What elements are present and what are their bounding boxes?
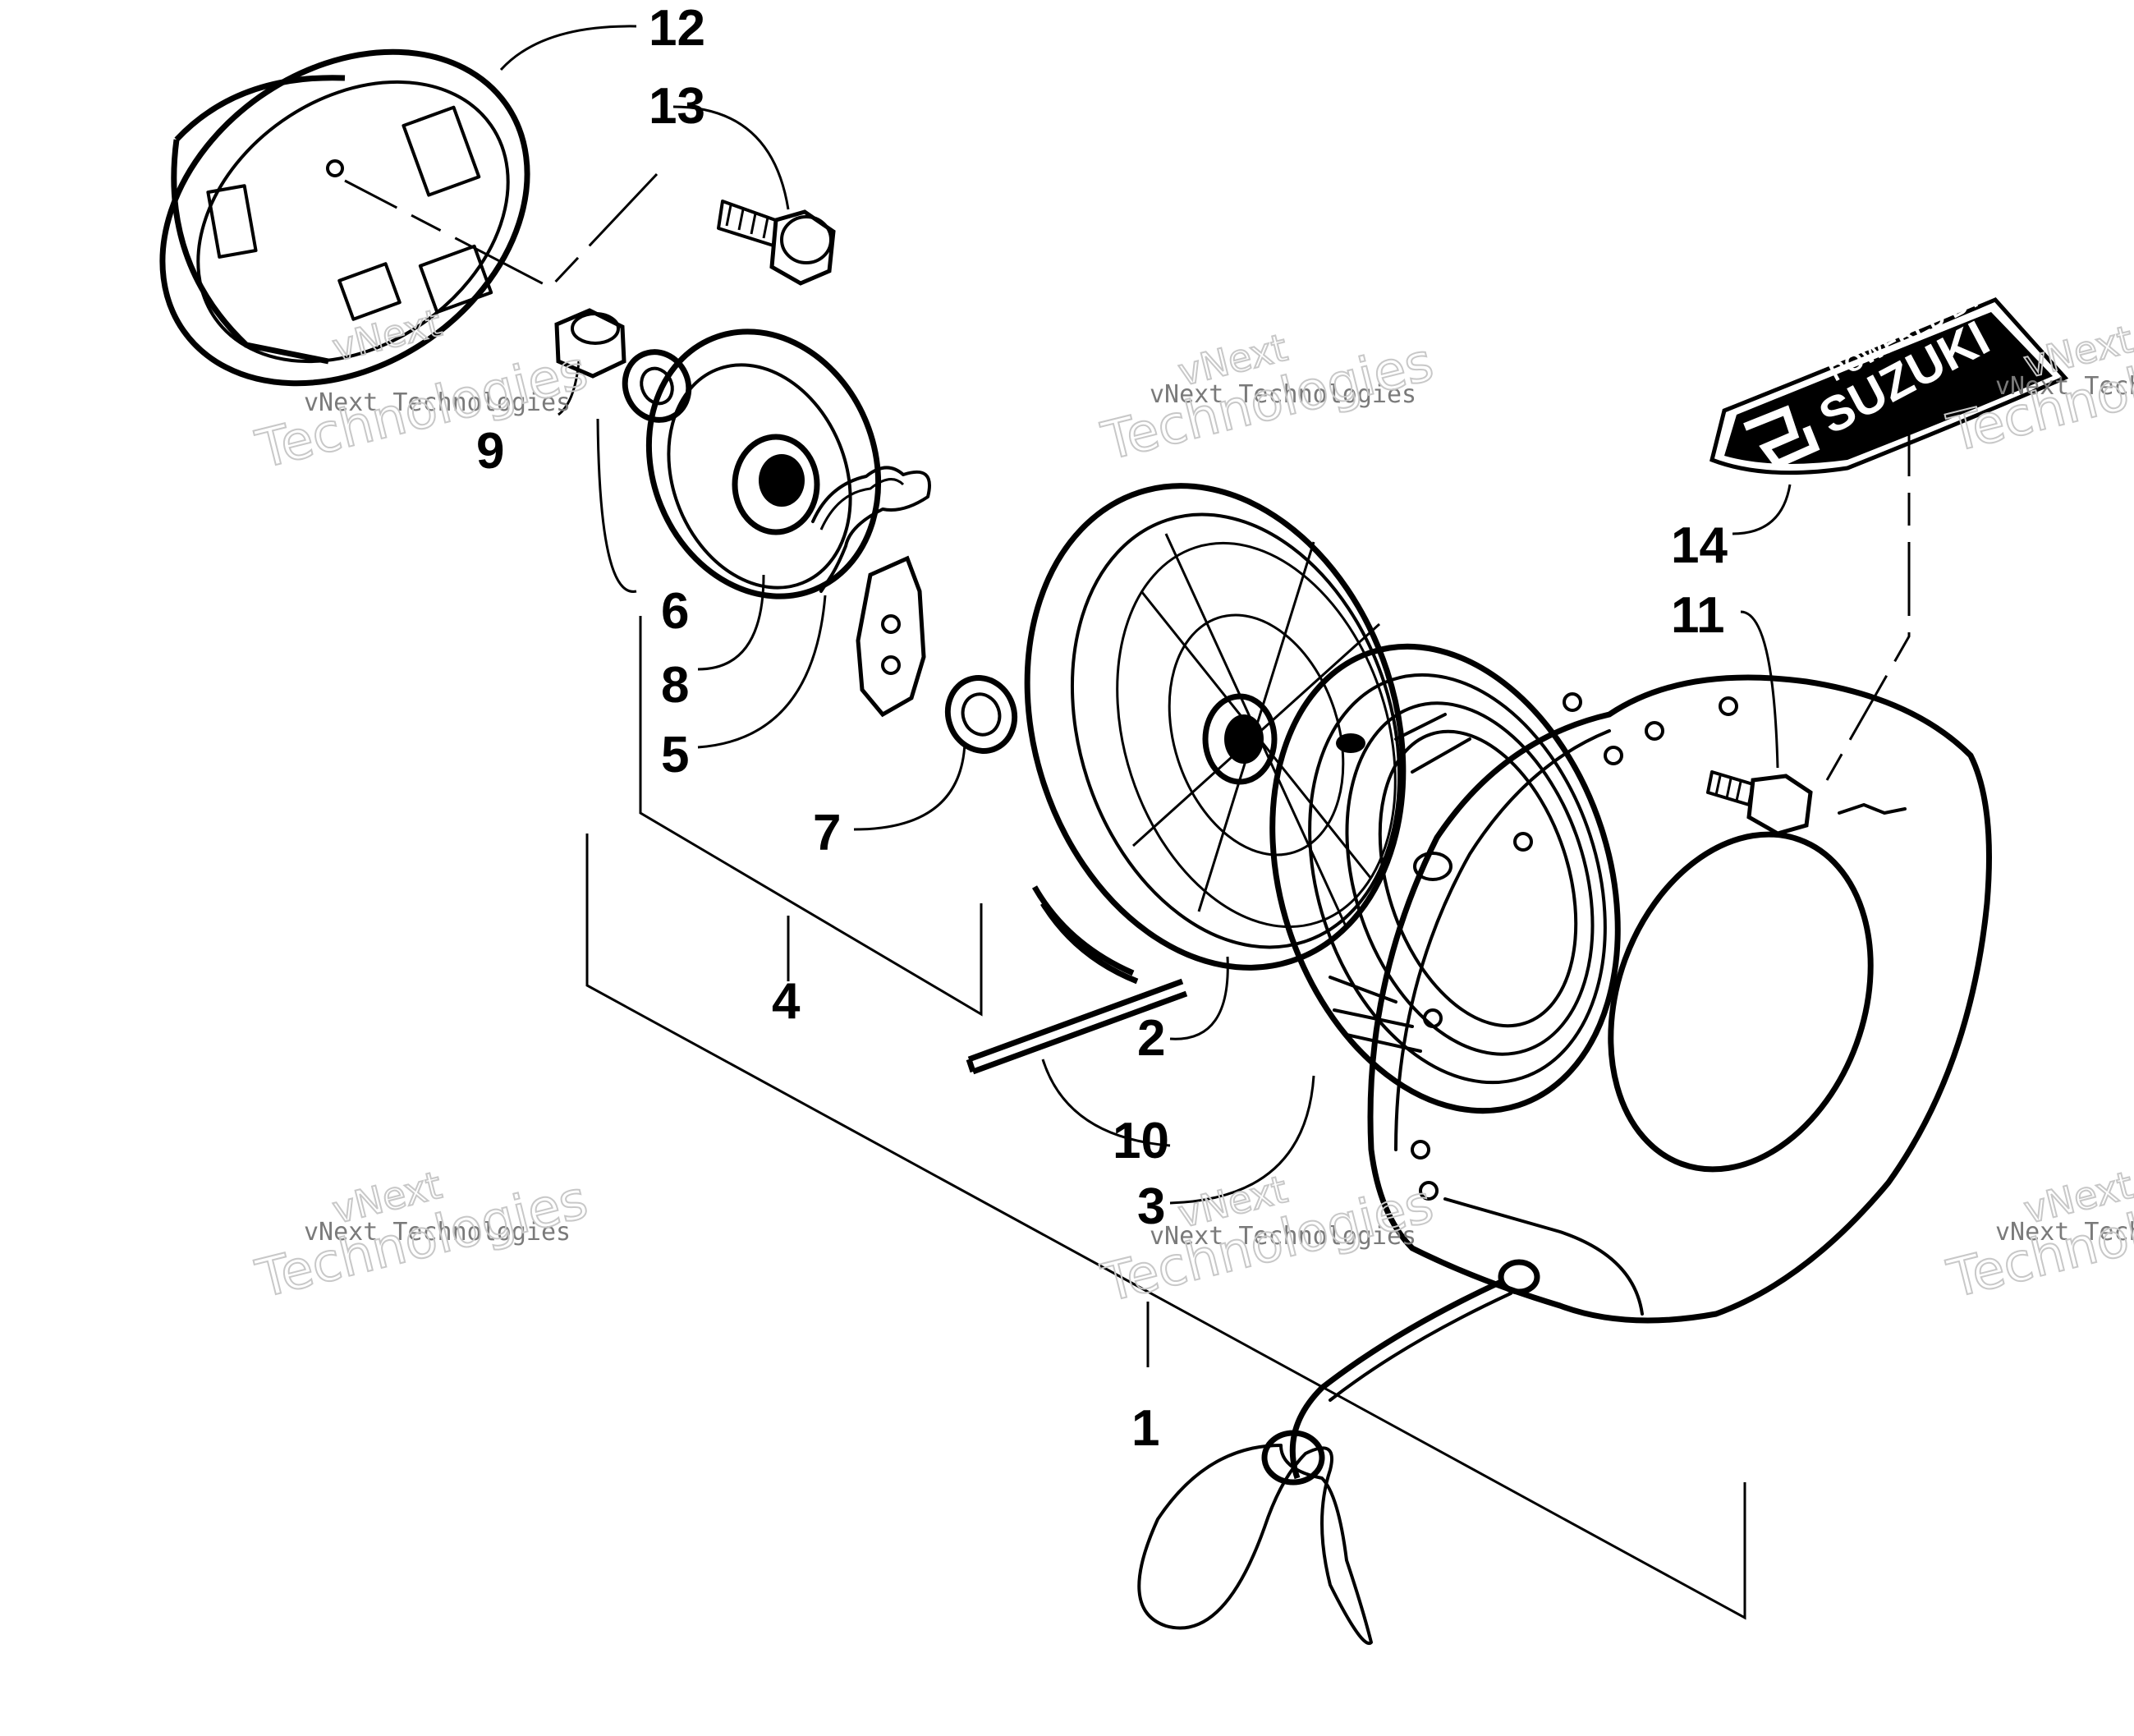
svg-text:vNext Technologies: vNext Technologies — [1995, 372, 2134, 401]
part-8-ratchet-guide — [645, 328, 882, 599]
svg-text:vNext: vNext — [328, 301, 446, 370]
part-14-decal: POWERED BY SUZUKI — [1709, 284, 2069, 475]
callout-11: 11 — [1671, 587, 1725, 644]
part-11-screw — [1706, 770, 1813, 836]
callout-6: 6 — [661, 583, 689, 640]
part-9-nut — [554, 308, 626, 379]
part-1-housing — [1367, 674, 1992, 1324]
callout-labels: 12 13 9 6 8 5 7 4 2 10 3 1 14 11 — [476, 0, 1728, 1457]
watermark-6: vNext vNext Technologies Technologies — [1941, 1162, 2134, 1311]
watermark-2: vNext vNext Technologies Technologies — [1095, 324, 1440, 474]
part-10-rope — [966, 978, 1188, 1075]
callout-9: 9 — [476, 423, 504, 480]
svg-text:vNext Technologies: vNext Technologies — [1995, 1218, 2134, 1247]
callout-4: 4 — [772, 973, 801, 1030]
part-5-spring-clip — [811, 466, 931, 593]
part-3-recoil-spring — [1269, 643, 1621, 1114]
callout-3: 3 — [1137, 1178, 1165, 1235]
callout-1: 1 — [1131, 1400, 1159, 1457]
part-ratchet-pawl — [856, 555, 926, 718]
watermark-1: vNext vNext Technologies Technologies — [250, 300, 594, 482]
starter-rope-handle — [1137, 1278, 1512, 1646]
leader-lines — [344, 25, 1911, 1620]
svg-text:vNext Technologies: vNext Technologies — [304, 1218, 571, 1247]
part-2-reel — [1024, 483, 1407, 985]
callout-14: 14 — [1671, 517, 1728, 574]
part-12-starter-cup — [159, 48, 530, 387]
callout-2: 2 — [1137, 1010, 1165, 1067]
callout-5: 5 — [661, 727, 689, 783]
svg-text:vNext Technologies: vNext Technologies — [1150, 380, 1416, 409]
part-6-washer — [622, 349, 692, 423]
part-7-spring — [944, 675, 1018, 754]
callout-7: 7 — [813, 805, 841, 861]
watermark-4: vNext vNext Technologies Technologies — [250, 1162, 594, 1311]
callout-10: 10 — [1113, 1113, 1169, 1169]
svg-text:vNext Technologies: vNext Technologies — [1150, 1222, 1416, 1251]
part-13-bolt — [717, 200, 836, 286]
callout-13: 13 — [649, 78, 705, 135]
callout-12: 12 — [649, 0, 705, 57]
callout-8: 8 — [661, 657, 689, 714]
svg-text:vNext Technologies: vNext Technologies — [304, 388, 571, 417]
